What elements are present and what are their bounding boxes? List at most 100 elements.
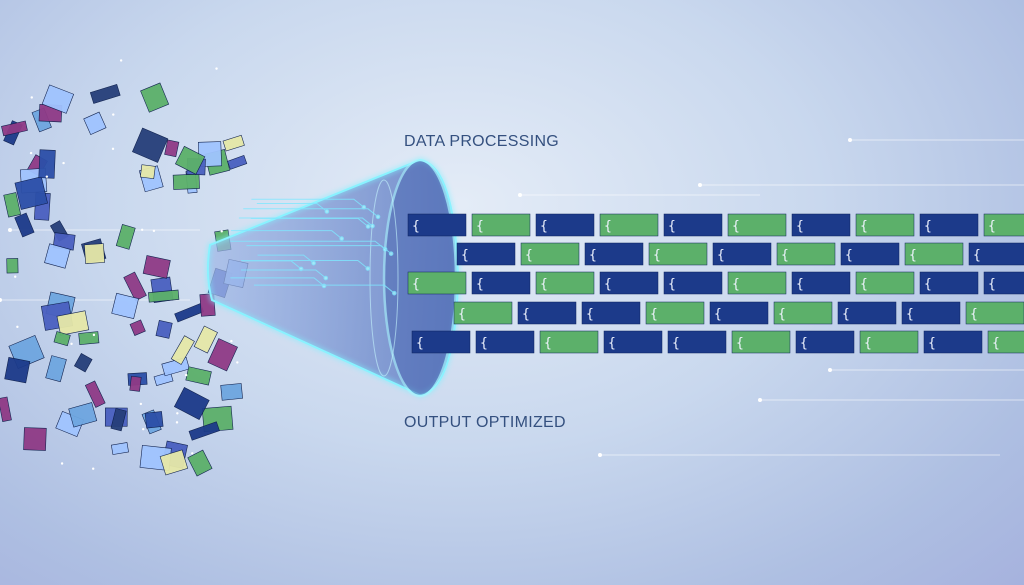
data-block — [187, 449, 213, 477]
brace-glyph: { — [653, 248, 661, 263]
circuit-trace — [230, 277, 325, 287]
data-block — [174, 145, 206, 175]
sparkle — [45, 175, 49, 178]
brace-glyph: { — [928, 336, 936, 351]
data-block — [140, 82, 170, 113]
data-block — [220, 383, 243, 401]
data-brick — [727, 213, 787, 237]
data-block — [84, 380, 106, 408]
brace-glyph: { — [668, 277, 676, 292]
data-brick — [517, 301, 577, 325]
brace-glyph: { — [476, 219, 484, 234]
data-block — [110, 408, 127, 432]
brace-glyph: { — [778, 307, 786, 322]
data-brick — [795, 330, 855, 354]
data-brick — [475, 330, 535, 354]
data-brick — [581, 301, 641, 325]
sparkle — [191, 452, 194, 455]
data-block — [89, 83, 121, 104]
circuit-trace — [251, 198, 365, 208]
data-brick — [535, 271, 595, 295]
data-block — [170, 335, 195, 365]
data-block — [110, 442, 129, 455]
brace-glyph: { — [717, 248, 725, 263]
brace-glyph: { — [988, 219, 996, 234]
data-brick — [987, 330, 1024, 354]
brace-glyph: { — [604, 219, 612, 234]
data-block — [111, 292, 139, 320]
data-block — [155, 320, 173, 339]
data-brick — [837, 301, 897, 325]
data-block — [153, 371, 174, 387]
data-brick — [645, 301, 705, 325]
data-brick — [709, 301, 769, 325]
circuit-node — [370, 223, 375, 229]
brace-glyph: { — [988, 277, 996, 292]
scattered-data-blocks — [0, 59, 249, 477]
brace-glyph: { — [650, 307, 658, 322]
structured-data-rows: {{{{{{{{{{{{{{{{{{{{{{{{{{{{{{{{{{{{{{{{… — [407, 213, 1024, 354]
brace-glyph: { — [924, 219, 932, 234]
sparkle — [62, 161, 65, 165]
brace-glyph: { — [458, 307, 466, 322]
data-block — [173, 387, 210, 420]
data-block — [148, 289, 180, 303]
data-block — [83, 111, 107, 135]
data-brick — [965, 301, 1024, 325]
sparkle — [175, 421, 179, 424]
data-brick — [667, 330, 727, 354]
brace-glyph: { — [906, 307, 914, 322]
brace-glyph: { — [672, 336, 680, 351]
brace-glyph: { — [864, 336, 872, 351]
data-brick — [456, 242, 516, 266]
data-brick — [731, 330, 791, 354]
data-block — [164, 139, 180, 158]
data-block — [129, 375, 142, 392]
data-brick — [919, 213, 979, 237]
data-block — [56, 310, 90, 336]
data-block — [115, 224, 136, 250]
data-brick — [535, 213, 595, 237]
circuit-node — [321, 283, 327, 289]
brace-glyph: { — [604, 277, 612, 292]
data-block — [222, 134, 245, 152]
brace-glyph: { — [608, 336, 616, 351]
data-brick — [471, 271, 531, 295]
light-dot — [518, 193, 522, 197]
data-block — [44, 243, 71, 269]
data-brick — [983, 271, 1024, 295]
light-dot — [698, 183, 702, 187]
circuit-trace — [243, 208, 379, 218]
data-block — [68, 402, 98, 428]
light-dot — [828, 368, 832, 372]
brace-glyph: { — [412, 277, 420, 292]
circuit-trace — [242, 260, 302, 270]
data-brick — [840, 242, 900, 266]
sparkle — [14, 275, 17, 278]
data-block — [207, 338, 238, 372]
data-block — [188, 421, 220, 441]
data-block — [45, 355, 67, 383]
circuit-trace — [231, 230, 342, 239]
sparkle — [184, 373, 188, 377]
circuit-node — [324, 209, 330, 214]
data-brick — [983, 213, 1024, 237]
brace-glyph: { — [732, 219, 740, 234]
output-optimized-label: OUTPUT OPTIMIZED — [404, 414, 566, 431]
circuit-node — [323, 275, 329, 281]
sparkle — [70, 342, 73, 346]
data-brick — [727, 271, 787, 295]
data-block — [139, 164, 156, 180]
sparkle — [16, 325, 19, 329]
brace-glyph: { — [796, 219, 804, 234]
brace-glyph: { — [416, 336, 424, 351]
circuit-node — [365, 266, 371, 271]
brace-glyph: { — [781, 248, 789, 263]
light-streaks — [0, 138, 1024, 457]
light-dot — [758, 398, 762, 402]
data-block — [4, 357, 31, 384]
brace-glyph: { — [540, 277, 548, 292]
data-block — [23, 427, 47, 451]
light-dot — [598, 453, 602, 457]
brace-glyph: { — [800, 336, 808, 351]
